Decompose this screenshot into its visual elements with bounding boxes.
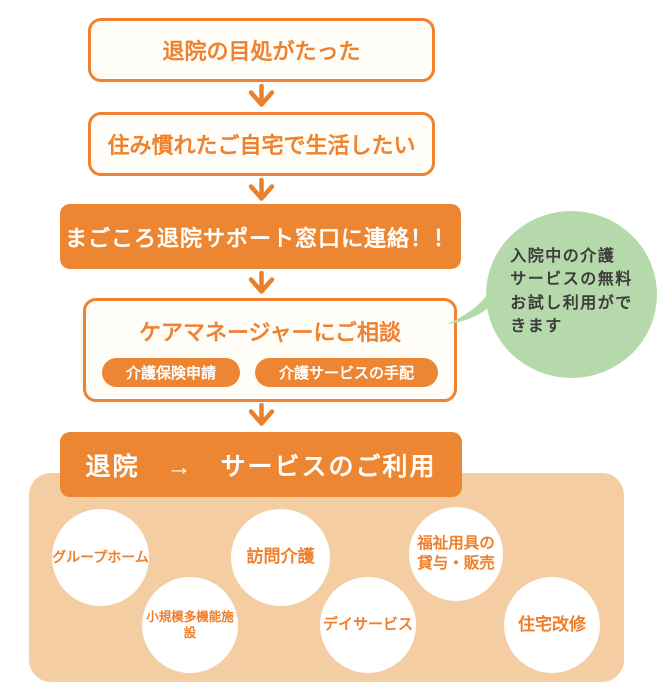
down-arrow-icon	[248, 271, 275, 294]
flow-step-discharge-prospect: 退院の目処がたった	[88, 18, 435, 82]
pill-insurance-application: 介護保険申請	[101, 358, 240, 387]
service-label: 住宅改修	[518, 614, 586, 634]
service-circle-group-home: グループホーム	[52, 509, 149, 606]
service-label: 訪問介護	[246, 547, 315, 567]
service-circle-day-service: デイサービス	[320, 577, 416, 673]
service-circle-home-visit-care: 訪問介護	[231, 509, 330, 606]
service-label: デイサービス	[322, 616, 413, 634]
service-label: グループホーム	[52, 549, 149, 566]
service-circle-home-renovation: 住宅改修	[504, 577, 600, 673]
speech-bubble-text: 入院中の介護 サービスの無料 お試し利用がで きます	[510, 248, 633, 335]
service-circle-small-multifunction-facility: 小規模多機能施設	[142, 577, 238, 673]
free-trial-speech-bubble: 入院中の介護 サービスの無料 お試し利用がで きます	[486, 211, 657, 378]
flow-step-label: 退院の目処がたった	[162, 39, 361, 64]
flow-step-discharge-service-use: 退院 → サービスのご利用	[60, 432, 462, 497]
flow-step-consult-care-manager: ケアマネージャーにご相談 介護保険申請 介護サービスの手配	[83, 298, 457, 402]
flow-step-live-at-home: 住み慣れたご自宅で生活したい	[88, 112, 435, 176]
down-arrow-icon	[248, 84, 275, 107]
service-label: 福祉用具の 貸与・販売	[417, 534, 495, 572]
flow-step-label: ケアマネージャーにご相談	[138, 320, 402, 345]
flow-step-label: 住み慣れたご自宅で生活したい	[107, 133, 416, 158]
service-label: 小規模多機能施設	[146, 609, 234, 640]
service-circle-welfare-equipment: 福祉用具の 貸与・販売	[409, 507, 503, 601]
flow-step-label: 退院 → サービスのご利用	[85, 452, 437, 481]
care-manager-task-pills: 介護保険申請 介護サービスの手配	[101, 358, 439, 387]
down-arrow-icon	[248, 403, 275, 426]
flow-step-contact-support-desk: まごころ退院サポート窓口に連絡！！	[60, 204, 461, 269]
flow-step-label: まごころ退院サポート窓口に連絡！！	[64, 225, 456, 251]
pill-service-arrangement: 介護サービスの手配	[255, 358, 439, 387]
down-arrow-icon	[248, 178, 275, 201]
